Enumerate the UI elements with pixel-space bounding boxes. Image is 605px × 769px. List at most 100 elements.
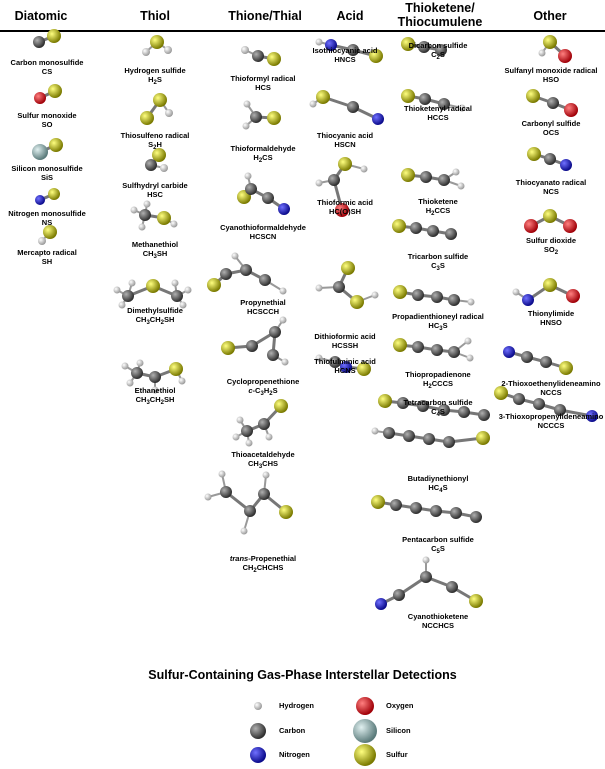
hydrogen-atom xyxy=(262,471,270,479)
header-acid: Acid xyxy=(336,9,364,23)
molecule-22 xyxy=(315,354,371,376)
hydrogen-atom xyxy=(315,38,323,46)
molecule-name: Carbonyl sulfide xyxy=(521,119,581,128)
molecule-15 xyxy=(221,316,289,366)
legend-carbon-swatch xyxy=(250,723,266,739)
molecule-1 xyxy=(34,84,62,104)
hydrogen-atom xyxy=(164,46,172,54)
carbon-atom xyxy=(145,159,157,171)
carbon-atom xyxy=(171,290,183,302)
legend-hydrogen-swatch xyxy=(254,702,262,710)
carbon-atom xyxy=(443,436,455,448)
molecule-8 xyxy=(130,200,178,231)
molecule-name: Dimethylsulfide xyxy=(127,306,183,315)
carbon-atom xyxy=(347,101,359,113)
molecule-31 xyxy=(371,495,482,523)
molecule-13 xyxy=(237,172,290,215)
molecule-29 xyxy=(378,394,490,421)
hydrogen-atom xyxy=(243,100,251,108)
carbon-atom xyxy=(420,171,432,183)
hydrogen-atom xyxy=(184,286,192,294)
sulfur-atom xyxy=(401,37,415,51)
molecule-formula: H2CS xyxy=(253,153,273,164)
carbon-atom xyxy=(448,346,460,358)
nitrogen-atom xyxy=(586,410,598,422)
molecule-name: Cyanothioformaldehyde xyxy=(220,223,306,232)
sulfur-atom xyxy=(152,148,166,162)
molecule-36 xyxy=(524,209,577,233)
sulfur-atom xyxy=(401,168,415,182)
molecule-name: Thiocyanato radical xyxy=(515,178,587,187)
molecule-formula: CH3CH2SH xyxy=(135,315,175,326)
molecule-formula: HCSCCH xyxy=(246,307,280,316)
carbon-atom xyxy=(521,351,533,363)
molecule-formula: CH2CHCHS xyxy=(242,563,284,574)
sulfur-atom xyxy=(494,386,508,400)
carbon-atom xyxy=(435,44,447,56)
sulfur-atom xyxy=(393,338,407,352)
nitrogen-atom xyxy=(278,203,290,215)
sulfur-atom xyxy=(350,295,364,309)
molecule-24 xyxy=(401,89,466,112)
carbon-atom xyxy=(554,404,566,416)
hydrogen-atom xyxy=(279,316,287,324)
sulfur-atom xyxy=(526,89,540,103)
molecule-7 xyxy=(145,148,168,172)
legend-oxygen-swatch xyxy=(356,697,374,715)
molecule-name: Thionylimide xyxy=(527,309,575,318)
hydrogen-atom xyxy=(538,49,546,57)
molecule-formula: HSO xyxy=(542,75,560,84)
molecule-12 xyxy=(242,100,281,130)
hydrogen-atom xyxy=(371,291,379,299)
molecule-name: Propynethial xyxy=(240,298,286,307)
molecule-formula: NCCCS xyxy=(537,421,565,430)
carbon-atom xyxy=(220,268,232,280)
sulfur-atom xyxy=(371,495,385,509)
legend-sulfur-swatch xyxy=(354,744,376,766)
molecule-17 xyxy=(204,470,293,535)
molecule-name: Isothiocyanic acid xyxy=(312,46,378,55)
carbon-atom xyxy=(262,192,274,204)
sulfur-atom xyxy=(267,111,281,125)
molecule-formula: HC3S xyxy=(428,321,448,332)
molecule-formula: CH3CH2SH xyxy=(135,395,175,406)
molecule-9 xyxy=(113,279,192,309)
molecule-21 xyxy=(315,261,379,309)
molecule-20 xyxy=(315,157,368,217)
oxygen-atom xyxy=(335,203,349,217)
header-thiol: Thiol xyxy=(140,9,170,23)
molecule-name: Sulfanyl monoxide radical xyxy=(504,66,598,75)
carbon-atom xyxy=(244,505,256,517)
molecule-name: Thioketenyl radical xyxy=(404,104,472,113)
molecule-name: Carbon monosulfide xyxy=(10,58,84,67)
molecule-formula: SiS xyxy=(40,173,54,182)
sulfur-atom xyxy=(207,278,221,292)
carbon-atom xyxy=(431,291,443,303)
nitrogen-atom xyxy=(560,159,572,171)
hydrogen-atom xyxy=(240,527,248,535)
hydrogen-atom xyxy=(452,168,460,176)
hydrogen-atom xyxy=(464,337,472,345)
molecule-name: trans-Propenethial xyxy=(229,554,297,563)
molecule-formula: HC4S xyxy=(428,483,448,494)
carbon-atom xyxy=(220,486,232,498)
carbon-atom xyxy=(258,418,270,430)
molecule-formula: CH3CHS xyxy=(247,459,279,470)
oxygen-atom xyxy=(564,103,578,117)
molecule-formula: C4S xyxy=(431,407,445,418)
hydrogen-atom xyxy=(130,206,138,214)
silicon-atom xyxy=(32,144,48,160)
carbon-atom xyxy=(240,264,252,276)
